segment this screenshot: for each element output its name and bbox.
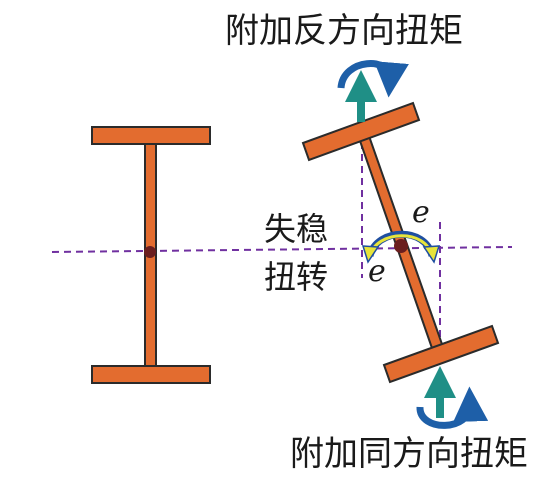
bottom-caption: 附加同方向扭矩 (290, 434, 528, 474)
curved-arrow-head-right (422, 245, 441, 264)
i-beam-twisted (301, 101, 500, 384)
i-beam-original (91, 126, 211, 384)
horizontal-center-line (51, 246, 513, 253)
buckling-label-line1: 失稳 (264, 210, 328, 248)
i-beam-center-dot (144, 246, 156, 258)
curved-arrow-icon (337, 60, 409, 98)
curved-arrow-icon (416, 386, 489, 429)
i-beam-top-flange (91, 126, 211, 145)
top-moment (337, 60, 409, 122)
top-caption: 附加反方向扭矩 (225, 11, 463, 51)
center-moment (361, 230, 441, 264)
twisted-bottom-flange (382, 324, 500, 384)
curved-arrow-head-left (361, 245, 380, 264)
eccentricity-label-upper: e (412, 195, 430, 230)
i-beam-bottom-flange (91, 365, 211, 384)
eccentricity-label-lower: e (368, 254, 386, 289)
buckling-label-line2: 扭转 (264, 258, 328, 296)
twisted-top-flange (301, 101, 421, 162)
bottom-moment (416, 366, 489, 429)
twisted-center-dot (394, 239, 408, 253)
